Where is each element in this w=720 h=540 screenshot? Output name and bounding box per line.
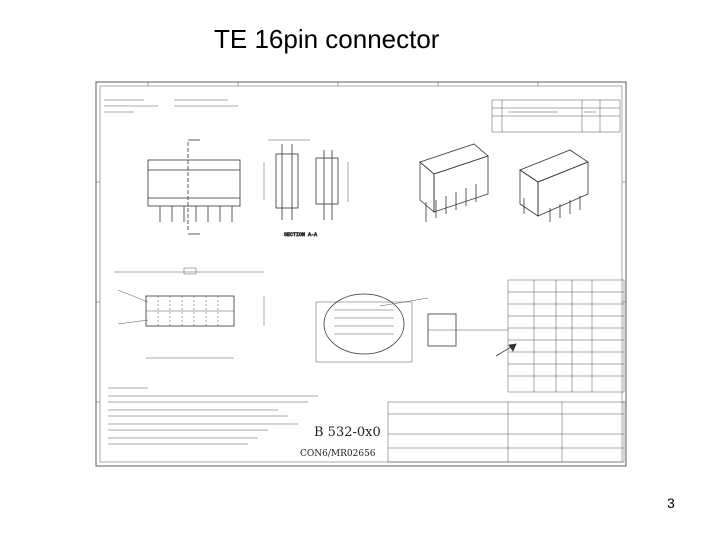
slide-title: TE 16pin connector [214, 24, 440, 54]
detail-view [315, 293, 508, 363]
title-block [387, 401, 625, 463]
engineering-drawing: SECTION A-A [88, 62, 632, 472]
section-label: SECTION A-A [284, 232, 317, 238]
handwritten-note-1: B 532-0x0 [314, 425, 381, 440]
isometric-view-1 [419, 143, 489, 222]
dimension-table [507, 279, 625, 393]
isometric-view-2 [519, 149, 589, 222]
handwritten-note-2: CON6/MR02656 [300, 449, 376, 459]
top-left-notes [104, 99, 238, 113]
annotation-arrow [495, 343, 517, 357]
notes-block [108, 387, 318, 445]
drawing-inner-frame [99, 85, 623, 463]
side-view: SECTION A-A [263, 139, 349, 238]
revision-block [491, 99, 621, 133]
page-number: 3 [667, 495, 675, 511]
bottom-view [114, 267, 265, 359]
drawing-outer-frame [95, 81, 627, 467]
front-view [147, 139, 241, 235]
